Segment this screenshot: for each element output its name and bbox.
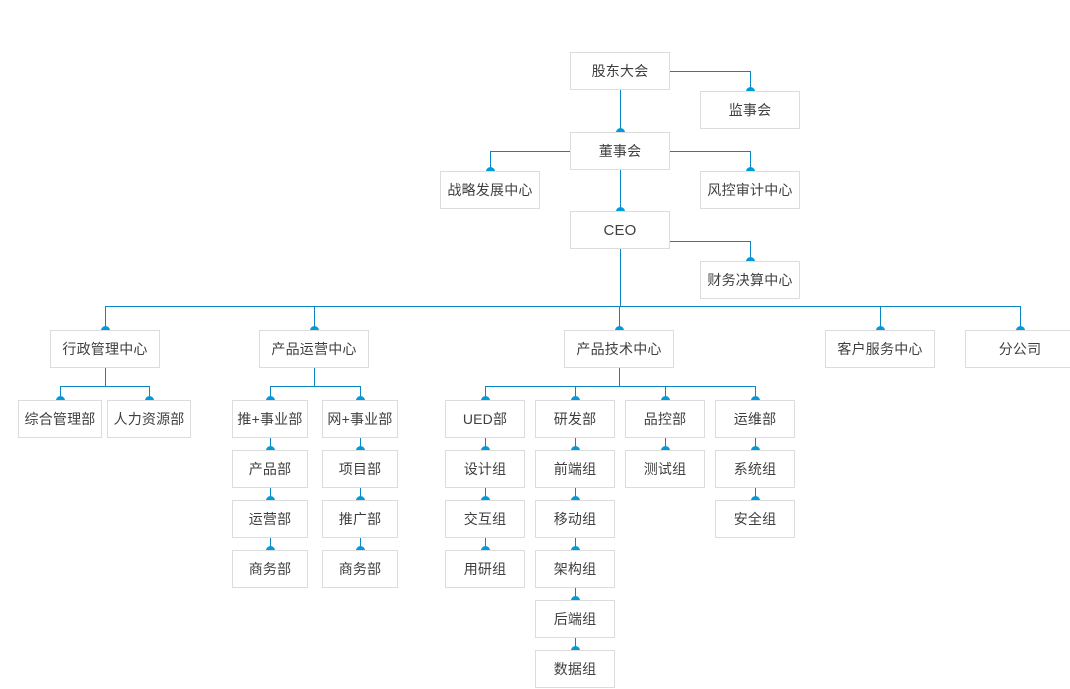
node-business-dept-a[interactable]: 商务部 — [232, 550, 308, 588]
edge-ceo-to-bus-v — [620, 249, 621, 306]
edge-shareholders-to-supervisors-v — [750, 71, 751, 91]
node-branch-company[interactable]: 分公司 — [965, 330, 1070, 368]
node-product-technology-center[interactable]: 产品技术中心 — [564, 330, 674, 368]
edge-wang-to-project-dept — [360, 438, 361, 450]
node-wang-plus-business-unit[interactable]: 网+事业部 — [322, 400, 398, 438]
node-human-resources-dept[interactable]: 人力资源部 — [107, 400, 191, 438]
edge-product-technology-down — [619, 368, 620, 386]
edge-frontend-to-mobile-group — [575, 488, 576, 500]
edge-quality-to-test-group — [665, 438, 666, 450]
edge-interaction-to-user-research-group — [485, 538, 486, 550]
node-rd-dept[interactable]: 研发部 — [535, 400, 615, 438]
edge-admin-to-hr — [149, 386, 150, 400]
edge-design-to-interaction-group — [485, 488, 486, 500]
node-user-research-group[interactable]: 用研组 — [445, 550, 525, 588]
edge-to-rd-dept — [575, 386, 576, 400]
edge-shareholders-to-supervisors-h — [670, 71, 750, 72]
edge-admin-center-down — [105, 368, 106, 386]
node-risk-audit-center[interactable]: 风控审计中心 — [700, 171, 800, 209]
node-tui-plus-business-unit[interactable]: 推+事业部 — [232, 400, 308, 438]
node-board-of-directors[interactable]: 董事会 — [570, 132, 670, 170]
edge-shareholders-to-board-v — [620, 90, 621, 132]
node-promotion-dept[interactable]: 推广部 — [322, 500, 398, 538]
edge-main-bus — [105, 306, 1020, 307]
edge-tui-to-product-dept — [270, 438, 271, 450]
node-system-group[interactable]: 系统组 — [715, 450, 795, 488]
node-architecture-group[interactable]: 架构组 — [535, 550, 615, 588]
edge-promotion-to-business-dept-b — [360, 538, 361, 550]
node-finance-settlement-center[interactable]: 财务决算中心 — [700, 261, 800, 299]
edge-rd-to-frontend-group — [575, 438, 576, 450]
node-operation-dept[interactable]: 运营部 — [232, 500, 308, 538]
node-mobile-group[interactable]: 移动组 — [535, 500, 615, 538]
node-interaction-group[interactable]: 交互组 — [445, 500, 525, 538]
edge-board-to-ceo-v — [620, 170, 621, 211]
edge-bus-to-product-technology-center — [619, 306, 620, 330]
edge-to-ued-dept — [485, 386, 486, 400]
node-design-group[interactable]: 设计组 — [445, 450, 525, 488]
node-product-dept[interactable]: 产品部 — [232, 450, 308, 488]
node-business-dept-b[interactable]: 商务部 — [322, 550, 398, 588]
node-strategy-development-center[interactable]: 战略发展中心 — [440, 171, 540, 209]
node-security-group[interactable]: 安全组 — [715, 500, 795, 538]
edge-backend-to-data-group — [575, 638, 576, 650]
edge-operation-to-business-dept-a — [270, 538, 271, 550]
node-test-group[interactable]: 测试组 — [625, 450, 705, 488]
edge-maintenance-to-system-group — [755, 438, 756, 450]
edge-product-technology-sub-bus — [485, 386, 755, 387]
edge-architecture-to-backend-group — [575, 588, 576, 600]
node-customer-service-center[interactable]: 客户服务中心 — [825, 330, 935, 368]
node-frontend-group[interactable]: 前端组 — [535, 450, 615, 488]
node-ceo[interactable]: CEO — [570, 211, 670, 249]
node-ued-dept[interactable]: UED部 — [445, 400, 525, 438]
edge-ceo-to-finance-v — [750, 241, 751, 261]
edge-bus-to-branch-company — [1020, 306, 1021, 330]
edge-bus-to-customer-service-center — [880, 306, 881, 330]
edge-to-tui-plus — [270, 386, 271, 400]
edge-to-wang-plus — [360, 386, 361, 400]
edge-product-to-operation-dept — [270, 488, 271, 500]
node-data-group[interactable]: 数据组 — [535, 650, 615, 688]
edge-mobile-to-architecture-group — [575, 538, 576, 550]
edge-product-operation-down — [314, 368, 315, 386]
node-project-dept[interactable]: 项目部 — [322, 450, 398, 488]
edge-to-operation-maintenance-dept — [755, 386, 756, 400]
edge-project-to-promotion-dept — [360, 488, 361, 500]
edge-to-quality-control-dept — [665, 386, 666, 400]
edge-product-operation-sub-bus — [270, 386, 360, 387]
node-quality-control-dept[interactable]: 品控部 — [625, 400, 705, 438]
edge-admin-sub-bus — [60, 386, 149, 387]
edge-ceo-to-finance-h — [670, 241, 750, 242]
node-shareholders-meeting[interactable]: 股东大会 — [570, 52, 670, 90]
node-product-operation-center[interactable]: 产品运营中心 — [259, 330, 369, 368]
edge-board-to-risk-h — [670, 151, 750, 152]
edge-bus-to-admin-center — [105, 306, 106, 330]
edge-bus-to-product-operation-center — [314, 306, 315, 330]
edge-board-to-risk-v — [750, 151, 751, 171]
edge-system-to-security-group — [755, 488, 756, 500]
edge-admin-to-comprehensive — [60, 386, 61, 400]
node-board-of-supervisors[interactable]: 监事会 — [700, 91, 800, 129]
node-backend-group[interactable]: 后端组 — [535, 600, 615, 638]
edge-board-to-strategy-h — [490, 151, 570, 152]
edge-board-to-strategy-v — [490, 151, 491, 171]
node-comprehensive-management-dept[interactable]: 综合管理部 — [18, 400, 102, 438]
edge-ued-to-design-group — [485, 438, 486, 450]
node-admin-management-center[interactable]: 行政管理中心 — [50, 330, 160, 368]
node-operation-maintenance-dept[interactable]: 运维部 — [715, 400, 795, 438]
